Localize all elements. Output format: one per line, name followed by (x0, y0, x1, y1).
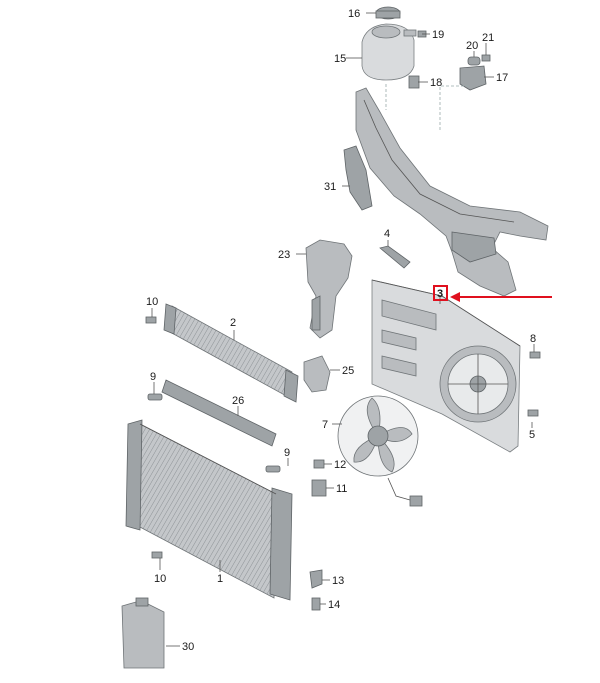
screw-5 (527, 409, 539, 417)
callout-30: 30 (182, 641, 194, 653)
radiator-fan-7 (337, 395, 423, 507)
pin-9-upper (147, 393, 163, 401)
callout-9-upper: 9 (150, 371, 156, 383)
coolant-bottle-30 (121, 597, 165, 669)
callout-13: 13 (332, 575, 344, 587)
air-guide-23 (305, 239, 353, 339)
callout-12: 12 (334, 459, 346, 471)
clip-20 (467, 56, 481, 66)
callout-26: 26 (232, 395, 244, 407)
lock-carrier (343, 87, 549, 297)
bracket-25 (303, 355, 331, 393)
bracket-17 (459, 65, 487, 91)
callout-7: 7 (322, 419, 328, 431)
callout-10-top: 10 (146, 296, 158, 308)
callout-9-lower: 9 (284, 447, 290, 459)
screw-21 (481, 54, 491, 62)
expansion-tank (361, 23, 417, 81)
callout-3: 3 (437, 288, 443, 300)
seal-26 (161, 379, 277, 447)
callout-2: 2 (230, 317, 236, 329)
callout-19: 19 (432, 29, 444, 41)
callout-1: 1 (217, 573, 223, 585)
screw-12 (313, 459, 325, 469)
callout-4: 4 (384, 228, 390, 240)
screw-10-bottom (151, 551, 163, 559)
charge-air-cooler-2 (163, 303, 299, 403)
radiator-1 (125, 419, 293, 601)
fan-shroud-3 (371, 279, 521, 453)
callout-17: 17 (496, 72, 508, 84)
callout-10-bottom: 10 (154, 573, 166, 585)
screw-8 (529, 351, 541, 359)
bracket-13 (309, 569, 323, 589)
callout-11: 11 (336, 483, 347, 495)
callout-23: 23 (278, 249, 290, 261)
callout-15: 15 (334, 53, 346, 65)
callout-16: 16 (348, 8, 360, 20)
nut-18 (408, 75, 420, 89)
callout-5: 5 (529, 429, 535, 441)
expansion-tank-cap (375, 6, 401, 20)
screw-14 (311, 597, 321, 611)
callout-31: 31 (324, 181, 336, 193)
seal-4 (379, 245, 411, 269)
callout-21: 21 (482, 32, 494, 44)
callout-18: 18 (430, 77, 442, 89)
pin-9-lower (265, 465, 281, 473)
callout-14: 14 (328, 599, 340, 611)
highlight-arrow (433, 285, 552, 302)
screw-10-top (145, 316, 157, 324)
holder-11 (311, 479, 327, 497)
callout-20: 20 (466, 40, 478, 52)
callout-8: 8 (530, 333, 536, 345)
callout-25: 25 (342, 365, 354, 377)
